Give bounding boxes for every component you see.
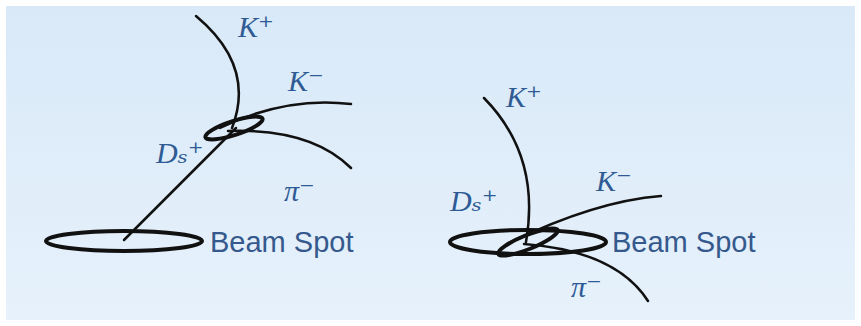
particle-label: Dₛ⁺ — [450, 186, 498, 216]
vertex-ellipse — [203, 112, 264, 144]
particle-label: π⁻ — [284, 176, 315, 206]
piminus-track — [228, 131, 351, 168]
particle-label: K⁻ — [596, 166, 632, 196]
particle-label: π⁻ — [571, 272, 602, 302]
particle-label: K⁻ — [288, 66, 324, 96]
decay-illustration — [6, 6, 855, 320]
kplus-track — [484, 98, 529, 242]
beam-spot-label: Beam Spot — [210, 228, 353, 257]
kplus-track — [196, 16, 239, 128]
kminus-track — [220, 102, 351, 128]
particle-label: K⁺ — [238, 12, 274, 42]
beam-spot-label: Beam Spot — [612, 228, 755, 257]
particle-label: Dₛ⁺ — [156, 138, 204, 168]
particle-label: K⁺ — [506, 82, 542, 112]
background-panel: K⁺ K⁻ Dₛ⁺ π⁻ Beam Spot K⁺ K⁻ Dₛ⁺ π⁻ Beam Spot — [6, 6, 855, 320]
ds-flight-line — [124, 128, 236, 240]
